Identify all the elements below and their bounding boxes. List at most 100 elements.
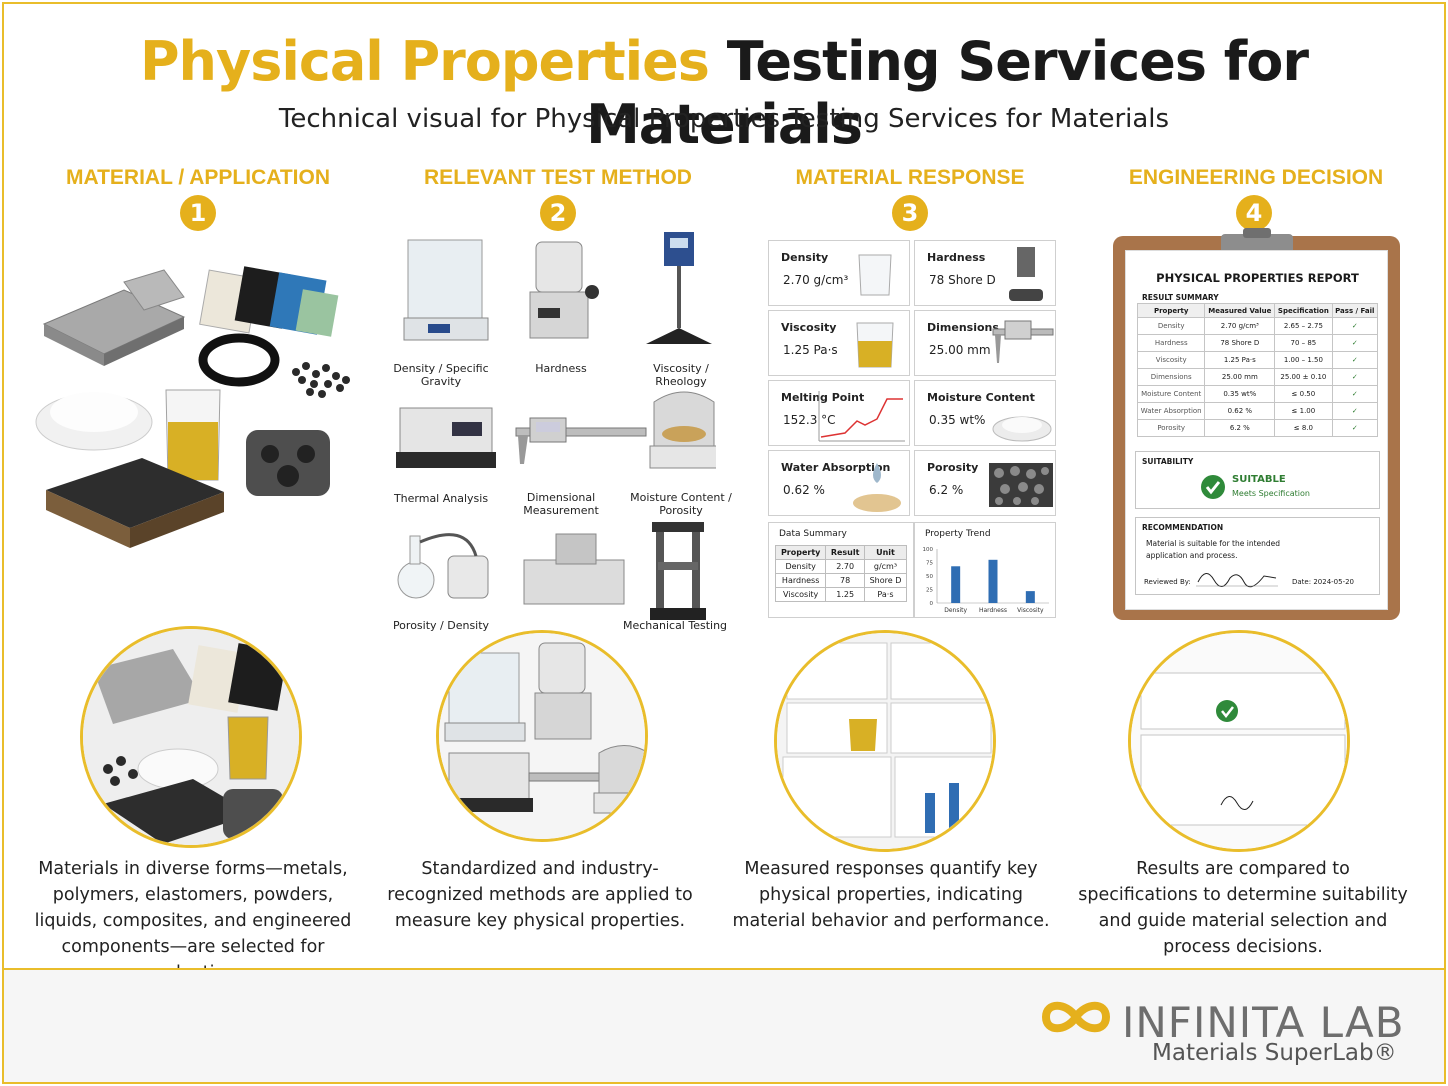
melting-curve-icon (818, 391, 905, 442)
description-material: Materials in diverse forms—metals, polym… (34, 859, 352, 983)
x-tick-label: Density (944, 607, 967, 614)
oil-beaker-small-icon (856, 322, 894, 368)
instrument-label-density: Density / Specific Gravity (393, 362, 489, 388)
instrument-label-dimensional: Dimensional Measurement (523, 491, 599, 517)
o-ring-icon (198, 333, 280, 387)
y-tick-label: 50 (926, 574, 933, 580)
y-tick-label: 0 (930, 601, 934, 607)
caliper-icon (515, 417, 647, 464)
suitable-label: SUITABLE (1232, 474, 1286, 485)
instruments-illustration (396, 232, 716, 620)
materials-illustration (35, 266, 350, 548)
response-card-porosity: Porosity 6.2 % (914, 450, 1056, 516)
y-tick-label: 25 (926, 588, 933, 594)
powder-dish-icon (992, 416, 1052, 442)
water-drop-icon (853, 463, 901, 512)
instrument-label-mechanical: Mechanical Testing (622, 619, 728, 632)
composite-panel-icon (46, 458, 224, 548)
response-card-viscosity: Viscosity 1.25 Pa·s (768, 310, 910, 376)
suitability-box: SUITABILITY SUITABLE Meets Specification (1135, 451, 1380, 509)
caliper-small-icon (992, 320, 1054, 363)
porous-sample-icon (989, 463, 1053, 507)
metal-component-icon (246, 430, 330, 496)
y-tick-label: 100 (923, 547, 934, 553)
report-paper: PHYSICAL PROPERTIES REPORT RESULT SUMMAR… (1125, 250, 1388, 610)
hardness-tester-icon (529, 241, 599, 339)
x-tick-label: Viscosity (1017, 607, 1044, 614)
meets-spec-label: Meets Specification (1232, 489, 1310, 498)
column-heading-decision: ENGINEERING DECISION (1128, 166, 1384, 189)
column-heading-response: MATERIAL RESPONSE (795, 166, 1025, 189)
metal-plates-icon (42, 269, 186, 366)
report-clipboard: PHYSICAL PROPERTIES REPORT RESULT SUMMAR… (1113, 228, 1400, 620)
response-card-water-absorption: Water Absorption 0.62 % (768, 450, 910, 516)
bar (1025, 591, 1035, 603)
recommendation-text: Material is suitable for the intended ap… (1146, 539, 1281, 560)
sample-stage-icon (523, 533, 625, 605)
viscometer-icon (646, 232, 712, 344)
recommendation-box: RECOMMENDATION Material is suitable for … (1135, 517, 1380, 595)
black-pellets-icon (292, 362, 350, 398)
footer (4, 968, 1444, 1082)
instrument-label-porosity: Porosity / Density (392, 619, 490, 632)
clipboard-clip-icon (1221, 228, 1293, 254)
response-card-dimensions: Dimensions 25.00 mm (914, 310, 1056, 376)
description-response: Measured responses quantify key physical… (732, 859, 1050, 931)
infinity-logo-icon (1041, 1001, 1111, 1033)
test-method-zoom-circle (436, 630, 648, 842)
column-heading-material: MATERIAL / APPLICATION (65, 166, 331, 189)
response-card-melting-point: Melting Point 152.3 °C (768, 380, 910, 446)
description-test-method: Standardized and industry-recognized met… (387, 859, 693, 931)
report-title: PHYSICAL PROPERTIES REPORT (1156, 271, 1359, 285)
decision-zoom-circle (1128, 630, 1350, 852)
step-number-3: 3 (892, 195, 928, 231)
step-number-4: 4 (1236, 195, 1272, 231)
signature-icon (1196, 573, 1278, 588)
response-card-hardness: Hardness 78 Shore D (914, 240, 1056, 306)
thermal-analyzer-icon (396, 407, 496, 468)
x-tick-label: Hardness (979, 607, 1007, 614)
material-zoom-circle (80, 626, 302, 848)
density-beaker-icon (858, 254, 892, 296)
instrument-label-thermal: Thermal Analysis (393, 492, 489, 505)
porosity-flask-icon (397, 533, 489, 599)
density-balance-icon (403, 239, 489, 341)
instrument-label-viscosity: Viscosity / Rheology (653, 362, 709, 388)
page-title: Physical Properties Testing Services for… (139, 30, 1309, 156)
polymer-sheets-icon (199, 266, 339, 337)
instrument-label-hardness: Hardness (535, 362, 587, 375)
column-heading-test-method: RELEVANT TEST METHOD (424, 166, 692, 189)
bar (988, 559, 998, 603)
check-circle-icon (1201, 475, 1225, 499)
moisture-analyzer-icon (649, 391, 716, 469)
chart-title: Property Trend (925, 529, 991, 539)
description-decision: Results are compared to specifications t… (1078, 859, 1408, 957)
indenter-icon (1009, 247, 1043, 301)
step-number-1: 1 (180, 195, 216, 231)
oil-beaker-icon (165, 389, 221, 481)
step-number-2: 2 (540, 195, 576, 231)
bar (951, 566, 961, 603)
page-subtitle: Technical visual for Physical Properties… (278, 104, 1170, 134)
instrument-label-moisture: Moisture Content / Porosity (630, 491, 732, 517)
y-tick-label: 75 (926, 561, 933, 567)
mechanical-tester-icon (650, 522, 706, 620)
response-card-density: Density 2.70 g/cm³ (768, 240, 910, 306)
brand-name: INFINITA LAB (1122, 998, 1405, 1047)
brand-tagline: Materials SuperLab® (1152, 1040, 1397, 1066)
